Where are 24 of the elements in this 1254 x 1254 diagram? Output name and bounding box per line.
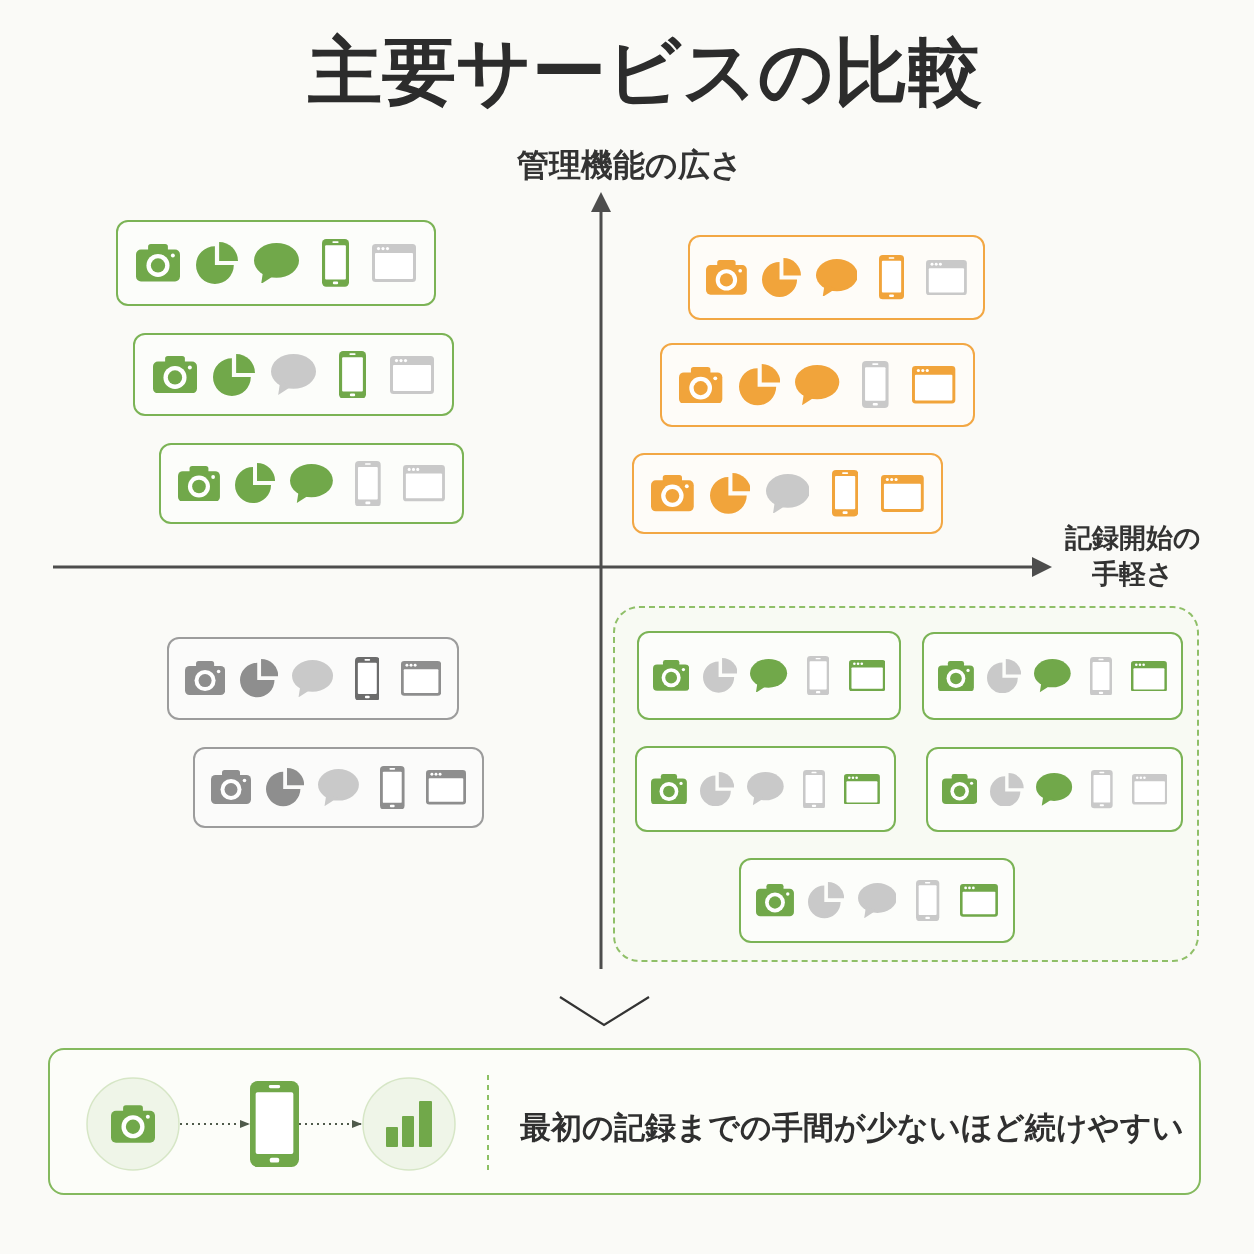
camera-icon <box>86 1077 180 1171</box>
service-card <box>660 343 975 427</box>
service-card <box>116 220 436 306</box>
dotted-arrow <box>298 1120 363 1128</box>
service-card <box>635 746 896 832</box>
axis-label: 記録開始の手軽さ <box>1064 521 1202 591</box>
dotted-arrow <box>179 1120 251 1128</box>
service-card <box>167 637 459 720</box>
axis-label: 管理機能の広さ <box>517 145 743 185</box>
service-card <box>926 747 1183 832</box>
service-card <box>688 235 985 320</box>
service-card <box>739 858 1015 943</box>
summary-text: 最初の記録までの手間が少ないほど続けやすい <box>520 1108 1184 1147</box>
smartphone-icon <box>250 1081 299 1167</box>
service-card <box>133 333 454 416</box>
service-card <box>193 747 484 828</box>
dashed-group-frame <box>613 606 1199 962</box>
service-card <box>159 443 464 524</box>
service-card <box>632 453 943 534</box>
service-card <box>637 631 901 720</box>
service-card <box>922 632 1183 720</box>
bar-chart-icon <box>362 1077 456 1171</box>
title: 主要サービスの比較 <box>308 28 982 114</box>
summary-panel <box>48 1048 1201 1195</box>
